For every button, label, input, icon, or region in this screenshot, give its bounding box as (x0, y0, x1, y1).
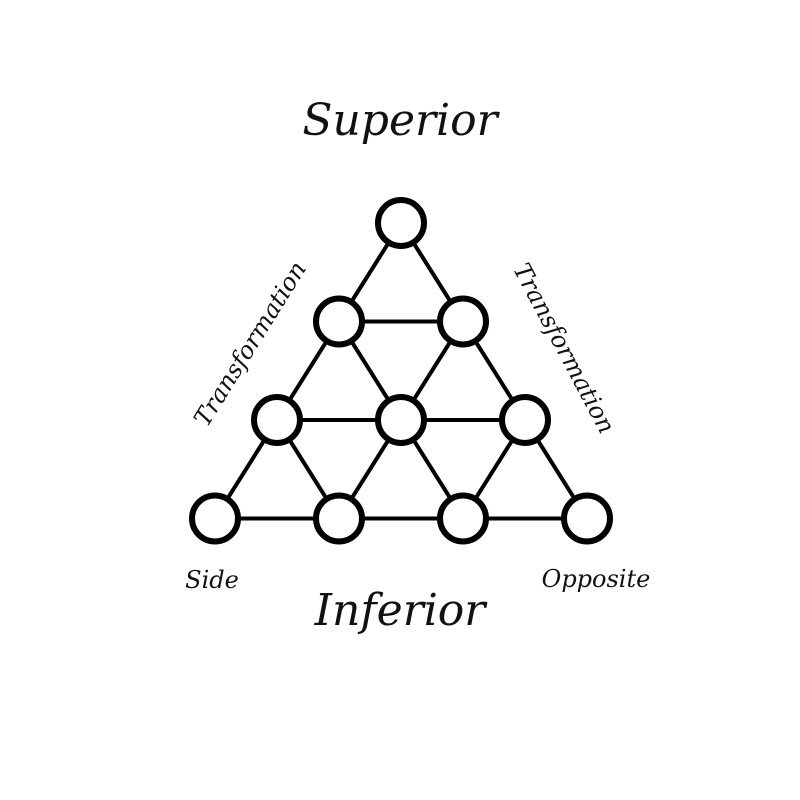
node-circle (437, 295, 489, 348)
node-circle (375, 197, 427, 249)
label-opposite: Opposite (542, 565, 651, 593)
node-circle (437, 492, 489, 545)
label-side: Side (185, 566, 239, 594)
node-circle (313, 492, 365, 545)
node-circle (375, 394, 427, 446)
node-circle (251, 394, 303, 446)
node-circle (499, 394, 551, 446)
node-circle (189, 492, 241, 545)
node-group (189, 197, 613, 545)
label-inferior: Inferior (314, 585, 489, 636)
node-circle (561, 492, 613, 545)
label-superior: Superior (302, 95, 500, 146)
node-circle (313, 295, 365, 348)
